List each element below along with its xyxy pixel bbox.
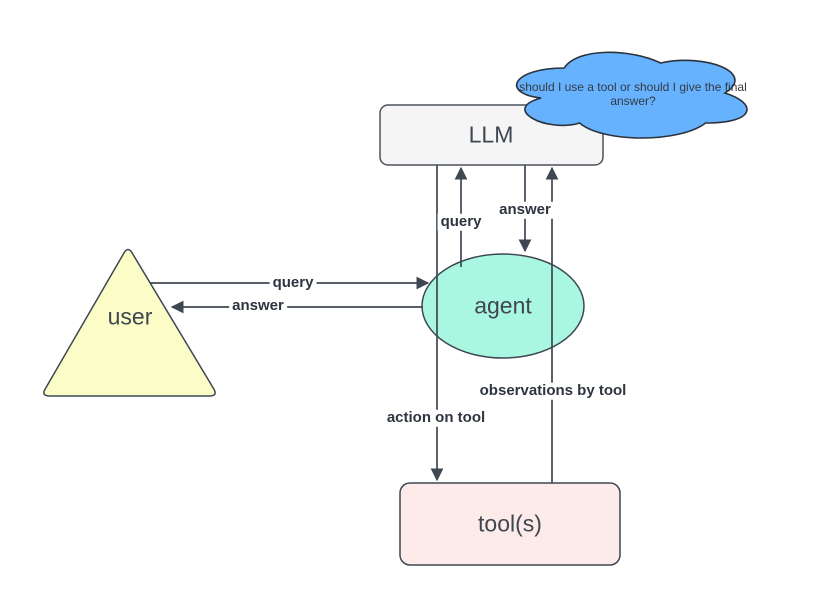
edge-label-answer-user: answer: [229, 297, 287, 315]
edge-label-answer-llm: answer: [496, 201, 554, 219]
user-label: user: [107, 303, 153, 330]
user-triangle-shape: [43, 248, 216, 397]
tools-label: tool(s): [478, 510, 542, 537]
llm-label: LLM: [468, 121, 514, 148]
edge-label-query-llm: query: [437, 213, 485, 231]
thought-cloud-shape: [516, 51, 748, 139]
agent-label: agent: [474, 292, 532, 319]
tools-box-shape: [399, 482, 621, 566]
edge-label-query-user: query: [269, 274, 317, 292]
thought-cloud-label: should I use a tool or should I give the…: [519, 80, 747, 108]
edge-label-action-on-tool: action on tool: [383, 409, 489, 427]
agent-ellipse-shape: [421, 253, 585, 359]
edge-label-observations-by-tool: observations by tool: [476, 382, 630, 400]
